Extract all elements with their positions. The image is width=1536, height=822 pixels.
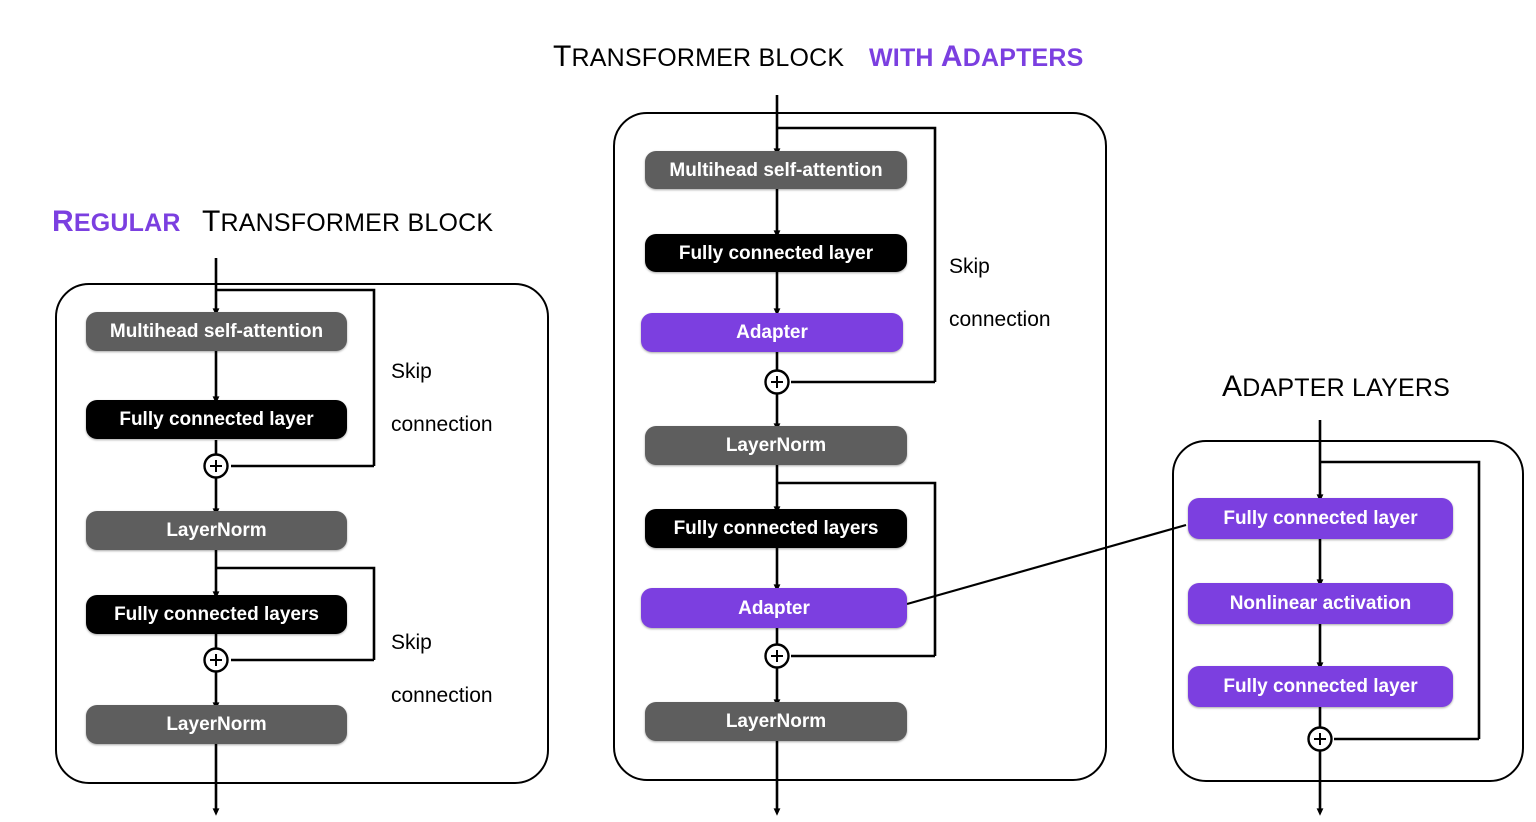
node-label: LayerNorm: [166, 520, 267, 541]
node-adapters-layernorm-2[interactable]: LayerNorm: [645, 702, 907, 741]
skip-connection-label-2: Skip connection: [391, 604, 493, 735]
node-adapters-fully-connected-layer[interactable]: Fully connected layer: [645, 234, 907, 272]
adapters-transformer-container: [613, 112, 1107, 781]
regular-panel-title-rest: Transformer block: [202, 205, 494, 238]
node-label: Fully connected layer: [1223, 676, 1418, 697]
regular-panel-title: Regular: [52, 205, 185, 239]
node-label: Fully connected layers: [114, 604, 319, 625]
node-multihead-self-attention[interactable]: Multihead self-attention: [86, 312, 347, 351]
node-label: Multihead self-attention: [109, 321, 324, 342]
node-label: Multihead self-attention: [669, 159, 883, 181]
node-adapter-fully-connected-layer-1[interactable]: Fully connected layer: [1188, 498, 1453, 539]
skip-label-line2: connection: [949, 307, 1051, 331]
skip-label-line2: connection: [391, 683, 493, 707]
skip-connection-label-1: Skip connection: [391, 333, 493, 464]
node-label: Nonlinear activation: [1229, 593, 1412, 614]
skip-label-line2: connection: [391, 412, 493, 436]
node-label: Fully connected layer: [678, 242, 874, 264]
node-fully-connected-layers[interactable]: Fully connected layers: [86, 595, 347, 634]
node-adapter-2[interactable]: Adapter: [641, 588, 907, 628]
adapters-panel-title-highlight: with Adapters: [869, 40, 1084, 74]
node-fully-connected-layer[interactable]: Fully connected layer: [86, 400, 347, 439]
node-label: Fully connected layer: [119, 409, 314, 430]
adapter-layers-container: [1172, 440, 1524, 782]
node-label: LayerNorm: [725, 711, 827, 732]
node-label: LayerNorm: [725, 435, 827, 456]
node-label: Adapter: [736, 322, 808, 343]
node-adapter-1[interactable]: Adapter: [641, 313, 903, 352]
node-adapter-nonlinear-activation[interactable]: Nonlinear activation: [1188, 583, 1453, 624]
adapters-title-part2: with Adapters: [869, 40, 1084, 73]
regular-transformer-container: [55, 283, 549, 784]
node-label: LayerNorm: [166, 714, 267, 735]
adapter-layers-panel-title: Adapter layers: [1222, 370, 1450, 403]
adapter-layers-title-text: dapter layers: [1242, 374, 1450, 402]
node-label: Fully connected layers: [673, 518, 879, 539]
skip-label-line1: Skip: [391, 631, 432, 655]
skip-label-line1: Skip: [949, 255, 990, 279]
adapters-skip-connection-label: Skip connection: [949, 228, 1051, 359]
regular-title-highlight-rest: egular: [73, 209, 181, 237]
node-adapter-fully-connected-layer-2[interactable]: Fully connected layer: [1188, 666, 1453, 707]
node-adapters-multihead-self-attention[interactable]: Multihead self-attention: [645, 151, 907, 189]
node-layernorm-1[interactable]: LayerNorm: [86, 511, 347, 550]
adapters-panel-title: Transformer block: [553, 40, 845, 73]
node-label: Adapter: [738, 597, 810, 619]
regular-title-rest-text: ransformer block: [220, 209, 494, 237]
node-adapters-fully-connected-layers[interactable]: Fully connected layers: [645, 509, 907, 548]
skip-label-line1: Skip: [391, 360, 432, 384]
adapters-title-part1: ransformer block: [571, 44, 845, 72]
regular-title-highlight: Regular: [52, 205, 181, 238]
node-adapters-layernorm-1[interactable]: LayerNorm: [645, 426, 907, 465]
node-layernorm-2[interactable]: LayerNorm: [86, 705, 347, 744]
node-label: Fully connected layer: [1223, 508, 1418, 529]
